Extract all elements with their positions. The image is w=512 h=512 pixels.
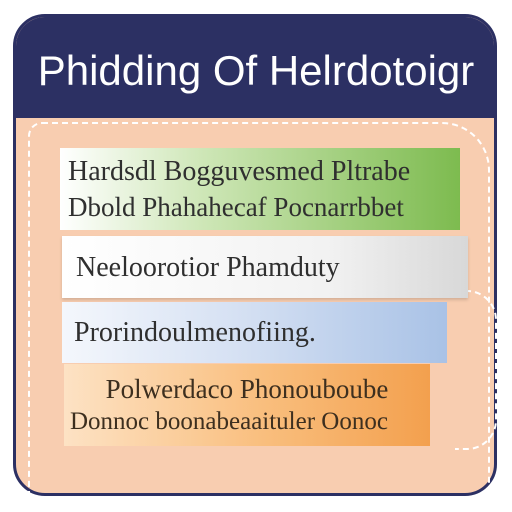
green-block-line-2: Dbold Phahahecaf Pocnarrbbet (68, 192, 404, 222)
green-block: Hardsdl Bogguvesmed Pltrabe Dbold Phahah… (60, 148, 460, 230)
dashed-connector (455, 290, 497, 450)
gray-block-line-1: Neeloorotior Phamduty (76, 252, 340, 283)
gray-block: Neeloorotior Phamduty (62, 236, 468, 298)
orange-block: Polwerdaco Phonouboube Donnoc boonabeaai… (64, 364, 430, 446)
green-block-line-1: Hardsdl Bogguvesmed Pltrabe (68, 156, 411, 187)
blue-block: Prorindoulmenofiing. (62, 302, 447, 363)
orange-block-line-2: Donnoc boonabeaaituler Oonoc (70, 408, 388, 435)
orange-block-line-1: Polwerdaco Phonouboube (105, 374, 389, 404)
header-bar (16, 17, 494, 118)
blue-block-line-1: Prorindoulmenofiing. (74, 317, 316, 348)
diagram-title: Phidding Of Helrdotoigr (37, 47, 475, 94)
